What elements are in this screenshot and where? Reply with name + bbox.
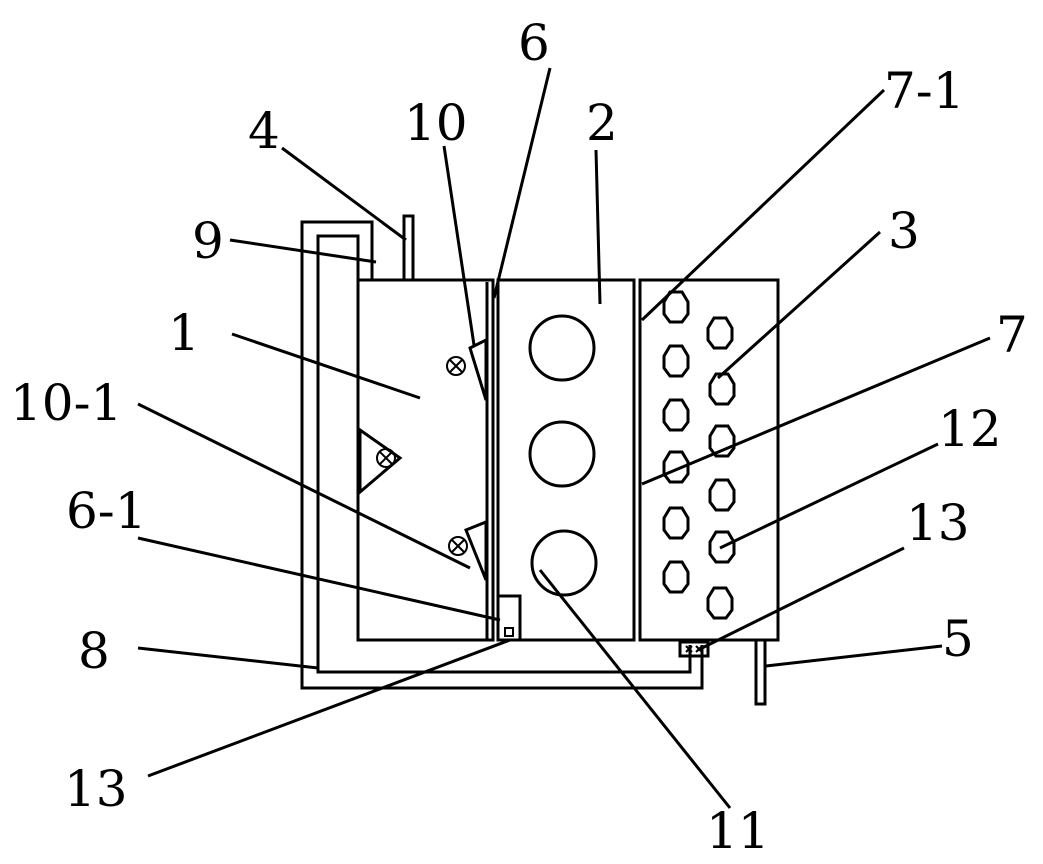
large-balls-11	[528, 314, 598, 597]
pipe-loop-8	[300, 220, 704, 690]
label-10: 10	[404, 94, 468, 152]
valve-6-1	[496, 594, 522, 642]
pipe-5	[754, 638, 767, 706]
label-12: 12	[938, 400, 1002, 458]
chamber-2	[496, 278, 636, 642]
label-13-right: 13	[906, 494, 970, 552]
label-5: 5	[942, 610, 974, 668]
fan-mount-10-top	[446, 337, 488, 401]
valve-13	[678, 640, 710, 658]
valve-13-small	[504, 627, 514, 637]
label-2: 2	[586, 94, 618, 152]
label-4: 4	[248, 102, 280, 160]
partition-6	[485, 282, 495, 640]
label-7: 7	[996, 306, 1028, 364]
label-7-1: 7-1	[884, 62, 965, 120]
pipe-4	[402, 214, 415, 282]
fan-mount-10-1	[448, 519, 488, 581]
label-1: 1	[168, 304, 200, 362]
label-8: 8	[78, 622, 110, 680]
fan-mount-left	[358, 427, 403, 496]
labels: 4 10 6 2 7-1 9 3 1 7 10-1 12 6-1 13 8 5 …	[10, 14, 1028, 860]
leader-lines	[137, 67, 991, 809]
label-9: 9	[192, 212, 224, 270]
label-3: 3	[888, 202, 920, 260]
chamber-3	[638, 278, 780, 642]
small-balls-12	[662, 290, 736, 620]
label-6-1: 6-1	[66, 482, 147, 540]
label-10-1: 10-1	[10, 374, 122, 432]
label-13-bottom: 13	[64, 760, 128, 818]
label-6: 6	[518, 14, 550, 72]
label-11: 11	[706, 802, 770, 860]
